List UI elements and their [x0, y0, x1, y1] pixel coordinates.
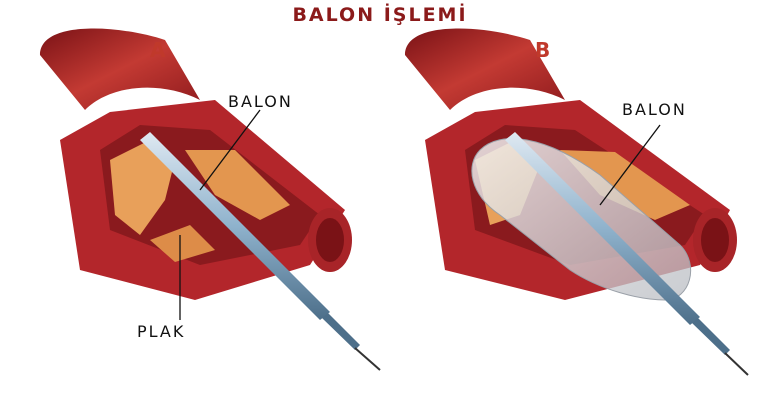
balloon-label-b: BALON [622, 100, 687, 119]
panel-a-letter: A [150, 38, 165, 62]
plaque-label-a: PLAK [137, 322, 185, 341]
balloon-label-a: BALON [228, 92, 293, 111]
artery-a [40, 29, 352, 300]
panel-b-letter: B [535, 38, 550, 62]
